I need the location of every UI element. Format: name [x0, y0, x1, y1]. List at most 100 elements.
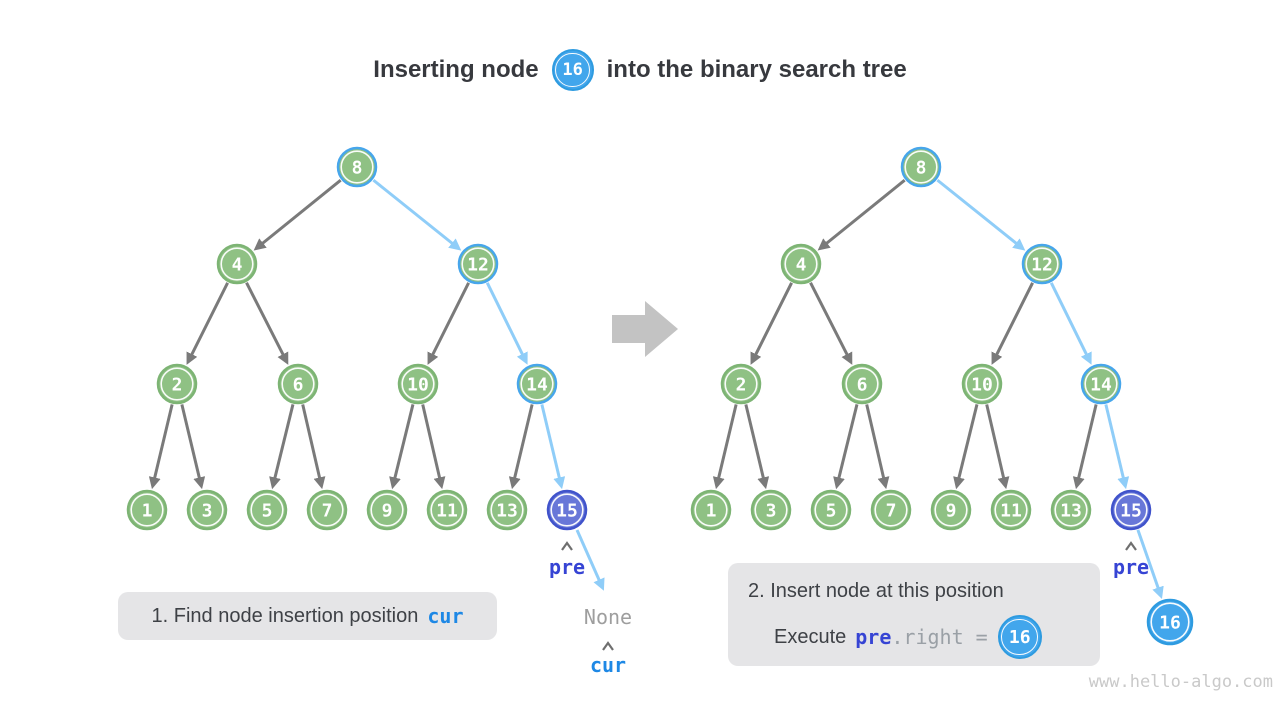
tree-node-6-value: 6: [293, 375, 304, 396]
tree-node-12-value: 12: [467, 255, 489, 276]
tree-node-7-value: 7: [886, 501, 897, 522]
tree-node-11: 11: [426, 489, 468, 531]
step1-caption-text: 1. Find node insertion position: [151, 604, 419, 627]
tree-node-11-value: 11: [1000, 501, 1022, 522]
edge-14-13: [1072, 404, 1098, 490]
tree-node-1-value: 1: [142, 501, 153, 522]
edge-12-10: [991, 282, 1034, 365]
tree-node-15-value: 15: [556, 501, 578, 522]
tree-node-12-value: 12: [1031, 255, 1053, 276]
edge-14-13: [508, 404, 534, 490]
edge-8-12: [372, 178, 462, 251]
label-pre: pre: [1113, 555, 1149, 579]
edge-8-4: [253, 179, 342, 251]
tree-node-5-value: 5: [262, 501, 273, 522]
tree-node-14-value: 14: [1090, 375, 1112, 396]
tree-node-10-value: 10: [971, 375, 993, 396]
tree-node-6: 6: [841, 363, 883, 405]
edge-8-4: [817, 179, 906, 251]
edge-14-15: [540, 404, 566, 490]
tree-node-3-value: 3: [766, 501, 777, 522]
title-node-16: 16: [551, 49, 594, 91]
step2-right-code: .right =: [891, 625, 988, 649]
label-none: None: [584, 605, 632, 629]
edge-2-3: [180, 404, 206, 490]
tree-node-11: 11: [990, 489, 1032, 531]
step2-node-16: 16: [997, 615, 1042, 659]
transition-arrow-icon: [612, 301, 678, 357]
tree-node-14-value: 14: [526, 375, 548, 396]
watermark-url: www.hello-algo.com: [1088, 672, 1273, 692]
edge-4-6: [809, 282, 853, 365]
edge-2-1: [148, 404, 174, 490]
step2-node-16-value: 16: [1008, 626, 1031, 648]
tree-node-1-value: 1: [706, 501, 717, 522]
edge-6-5: [269, 404, 295, 490]
tree-node-13: 13: [486, 489, 528, 531]
tree-node-4-value: 4: [232, 255, 243, 276]
edge-4-2: [750, 282, 793, 365]
edge-6-7: [865, 404, 890, 490]
edge-2-1: [712, 404, 738, 490]
tree-node-2-value: 2: [736, 375, 747, 396]
tree-node-9-value: 9: [382, 501, 393, 522]
tree-node-2: 2: [156, 363, 198, 405]
tree-node-16-value: 16: [1159, 613, 1181, 634]
caret-up-icon: [1125, 541, 1137, 551]
tree-node-8-value: 8: [916, 158, 927, 179]
edge-10-9: [953, 404, 979, 490]
step1-caption-box: 1. Find node insertion position cur: [118, 592, 497, 640]
tree-node-8: 8: [336, 146, 378, 188]
tree-node-10-value: 10: [407, 375, 429, 396]
tree-node-4: 4: [780, 243, 822, 285]
edge-15-16: [1136, 529, 1164, 599]
tree-node-7: 7: [306, 489, 348, 531]
tree-node-12: 12: [1021, 243, 1063, 285]
tree-node-14: 14: [1080, 363, 1122, 405]
tree-node-9-value: 9: [946, 501, 957, 522]
edge-12-14: [1049, 282, 1092, 365]
tree-node-9: 9: [366, 489, 408, 531]
edge-10-9: [389, 404, 415, 490]
tree-node-1: 1: [126, 489, 168, 531]
tree-node-3: 3: [750, 489, 792, 531]
tree-node-15: 15: [1110, 489, 1152, 531]
tree-node-14: 14: [516, 363, 558, 405]
tree-node-15-value: 15: [1120, 501, 1142, 522]
title-text-prefix: Inserting node: [373, 56, 539, 83]
edge-12-14: [485, 282, 528, 365]
edge-10-11: [985, 404, 1010, 490]
edge-4-6: [245, 282, 289, 365]
tree-node-15: 15: [546, 489, 588, 531]
tree-node-8: 8: [900, 146, 942, 188]
tree-node-4-value: 4: [796, 255, 807, 276]
edge-12-10: [427, 282, 470, 365]
tree-node-12: 12: [457, 243, 499, 285]
tree-node-5: 5: [246, 489, 288, 531]
step2-caption-line1: 2. Insert node at this position: [748, 580, 1004, 602]
caret-up-icon: [561, 541, 573, 551]
edge-4-2: [186, 282, 229, 365]
label-pre: pre: [549, 555, 585, 579]
step2-pre-code: pre: [855, 625, 892, 649]
tree-node-13-value: 13: [1060, 501, 1082, 522]
tree-node-1: 1: [690, 489, 732, 531]
tree-node-9: 9: [930, 489, 972, 531]
caret-up-icon: [602, 641, 614, 651]
edge-14-15: [1104, 404, 1130, 490]
label-cur: cur: [590, 653, 626, 677]
tree-node-2: 2: [720, 363, 762, 405]
edge-2-3: [744, 404, 770, 490]
arrow-15-to-none: [575, 529, 605, 591]
tree-node-11-value: 11: [436, 501, 458, 522]
tree-node-3: 3: [186, 489, 228, 531]
step1-cur-code: cur: [427, 604, 464, 628]
tree-node-5-value: 5: [826, 501, 837, 522]
edge-6-7: [301, 404, 326, 490]
tree-node-10: 10: [397, 363, 439, 405]
